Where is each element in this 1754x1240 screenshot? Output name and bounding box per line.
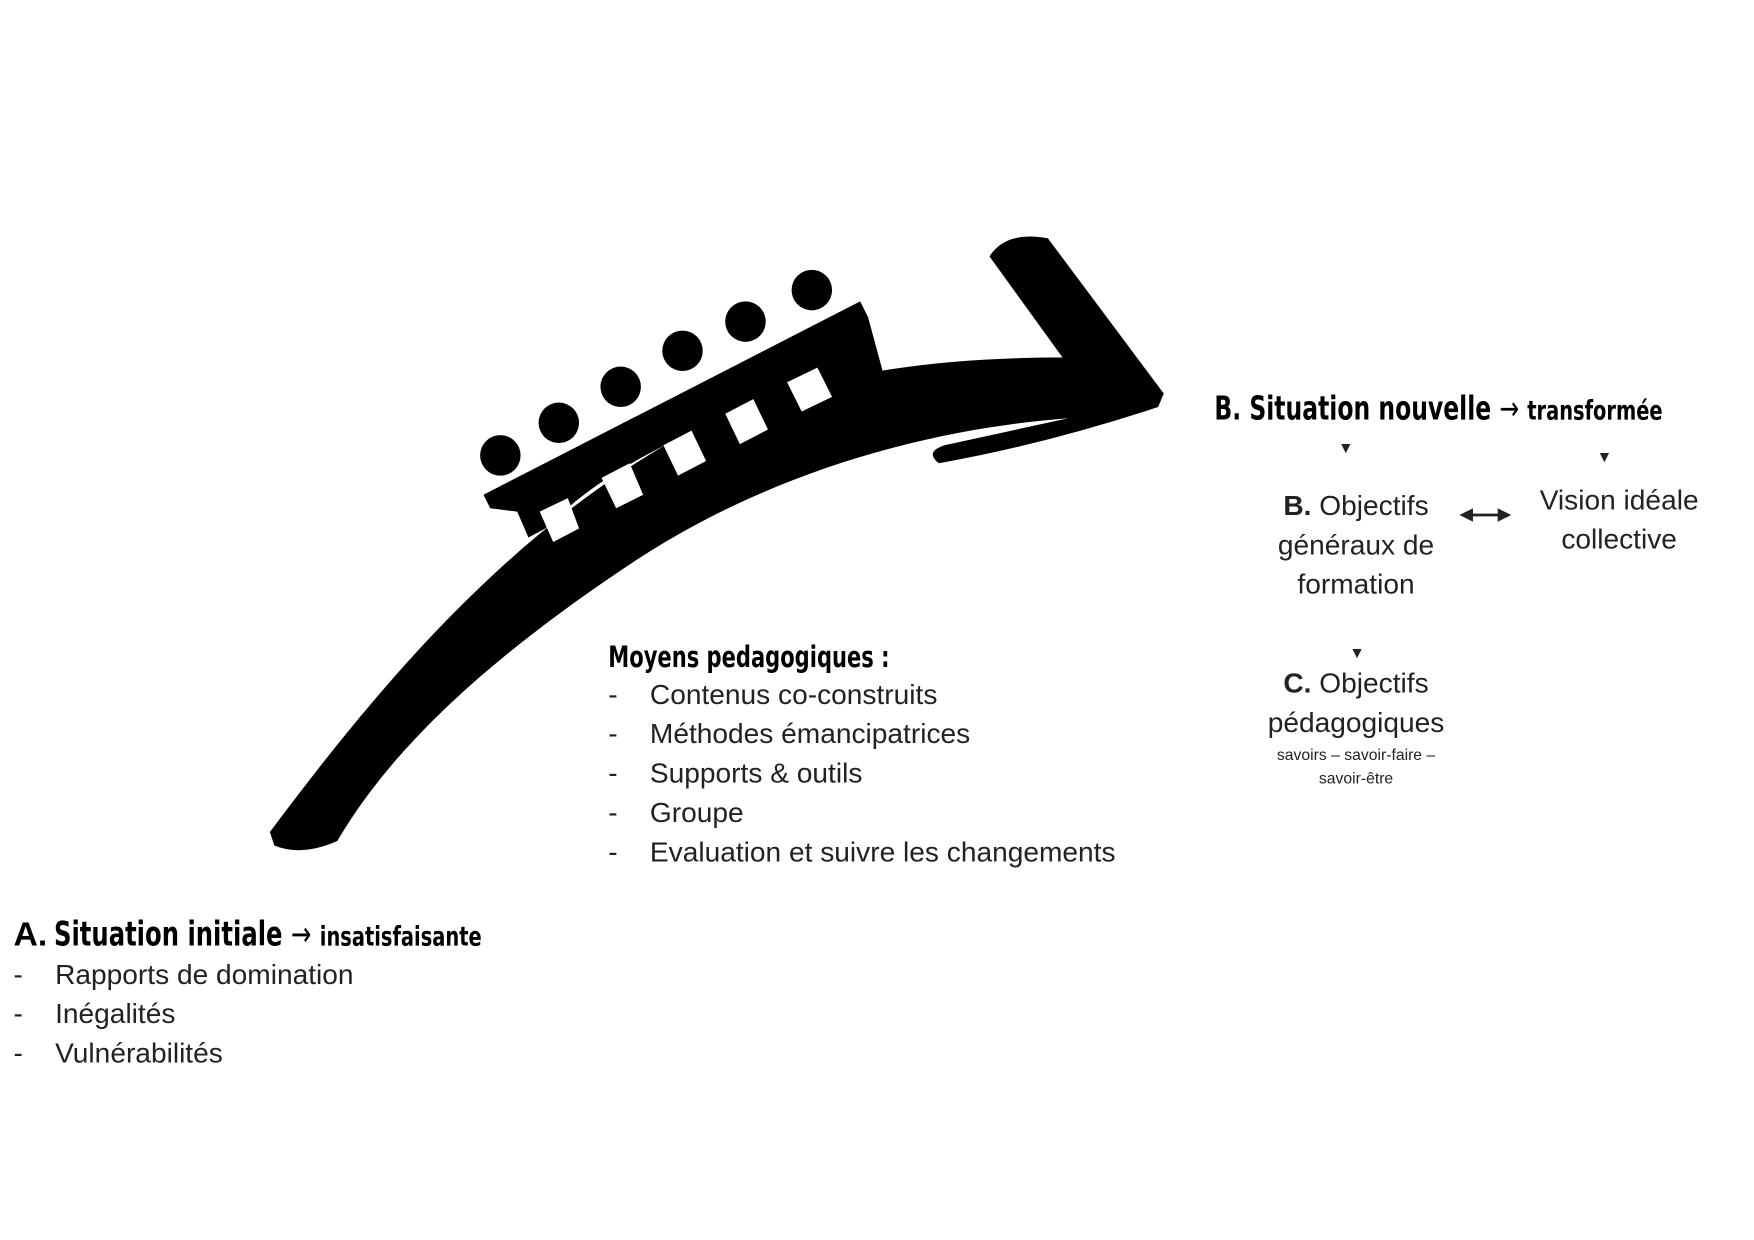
down-arrow-icon: ▼ bbox=[1596, 447, 1613, 466]
curved-arrow-icon bbox=[269, 236, 1164, 851]
people-heads-icon bbox=[480, 269, 833, 476]
down-arrow-icon: ▼ bbox=[1338, 438, 1354, 457]
down-arrow-icon: ▼ bbox=[1349, 643, 1365, 662]
list-item: -Méthodes émancipatrices bbox=[608, 718, 971, 750]
objectifs-generaux: B. Objectifs généraux de formation bbox=[1277, 490, 1435, 601]
objectifs-pedagogiques: C. Objectifs pédagogiques savoirs – savo… bbox=[1267, 667, 1445, 788]
list-item: -Contenus co-construits bbox=[608, 679, 938, 711]
moyens-section: Moyens pedagogiques : -Contenus co-const… bbox=[608, 638, 1115, 873]
list-item: -Groupe bbox=[608, 797, 744, 829]
list-item: -Rapports de domination bbox=[13, 959, 354, 991]
list-item: -Inégalités bbox=[13, 998, 176, 1030]
situation-b-heading: B. Situation nouvelle → transformée bbox=[1214, 389, 1663, 428]
situation-a-prefix: A. bbox=[13, 916, 48, 954]
vision-ideale: Vision idéale collective bbox=[1539, 484, 1699, 556]
ladder-icon bbox=[483, 301, 883, 542]
situation-a-title: Situation initiale → insatisfaisante bbox=[54, 915, 483, 955]
list-item: -Evaluation et suivre les changements bbox=[608, 836, 1116, 869]
list-item: -Supports & outils bbox=[608, 757, 863, 790]
right-arrow-icon: → bbox=[291, 915, 312, 955]
moyens-title: Moyens pedagogiques : bbox=[608, 640, 890, 675]
situation-a-section: A. Situation initiale → insatisfaisante … bbox=[13, 915, 648, 1074]
right-arrow-icon: → bbox=[1499, 389, 1520, 428]
bidirectional-arrow-icon bbox=[1459, 506, 1512, 530]
list-item: -Vulnérabilités bbox=[13, 1037, 223, 1070]
